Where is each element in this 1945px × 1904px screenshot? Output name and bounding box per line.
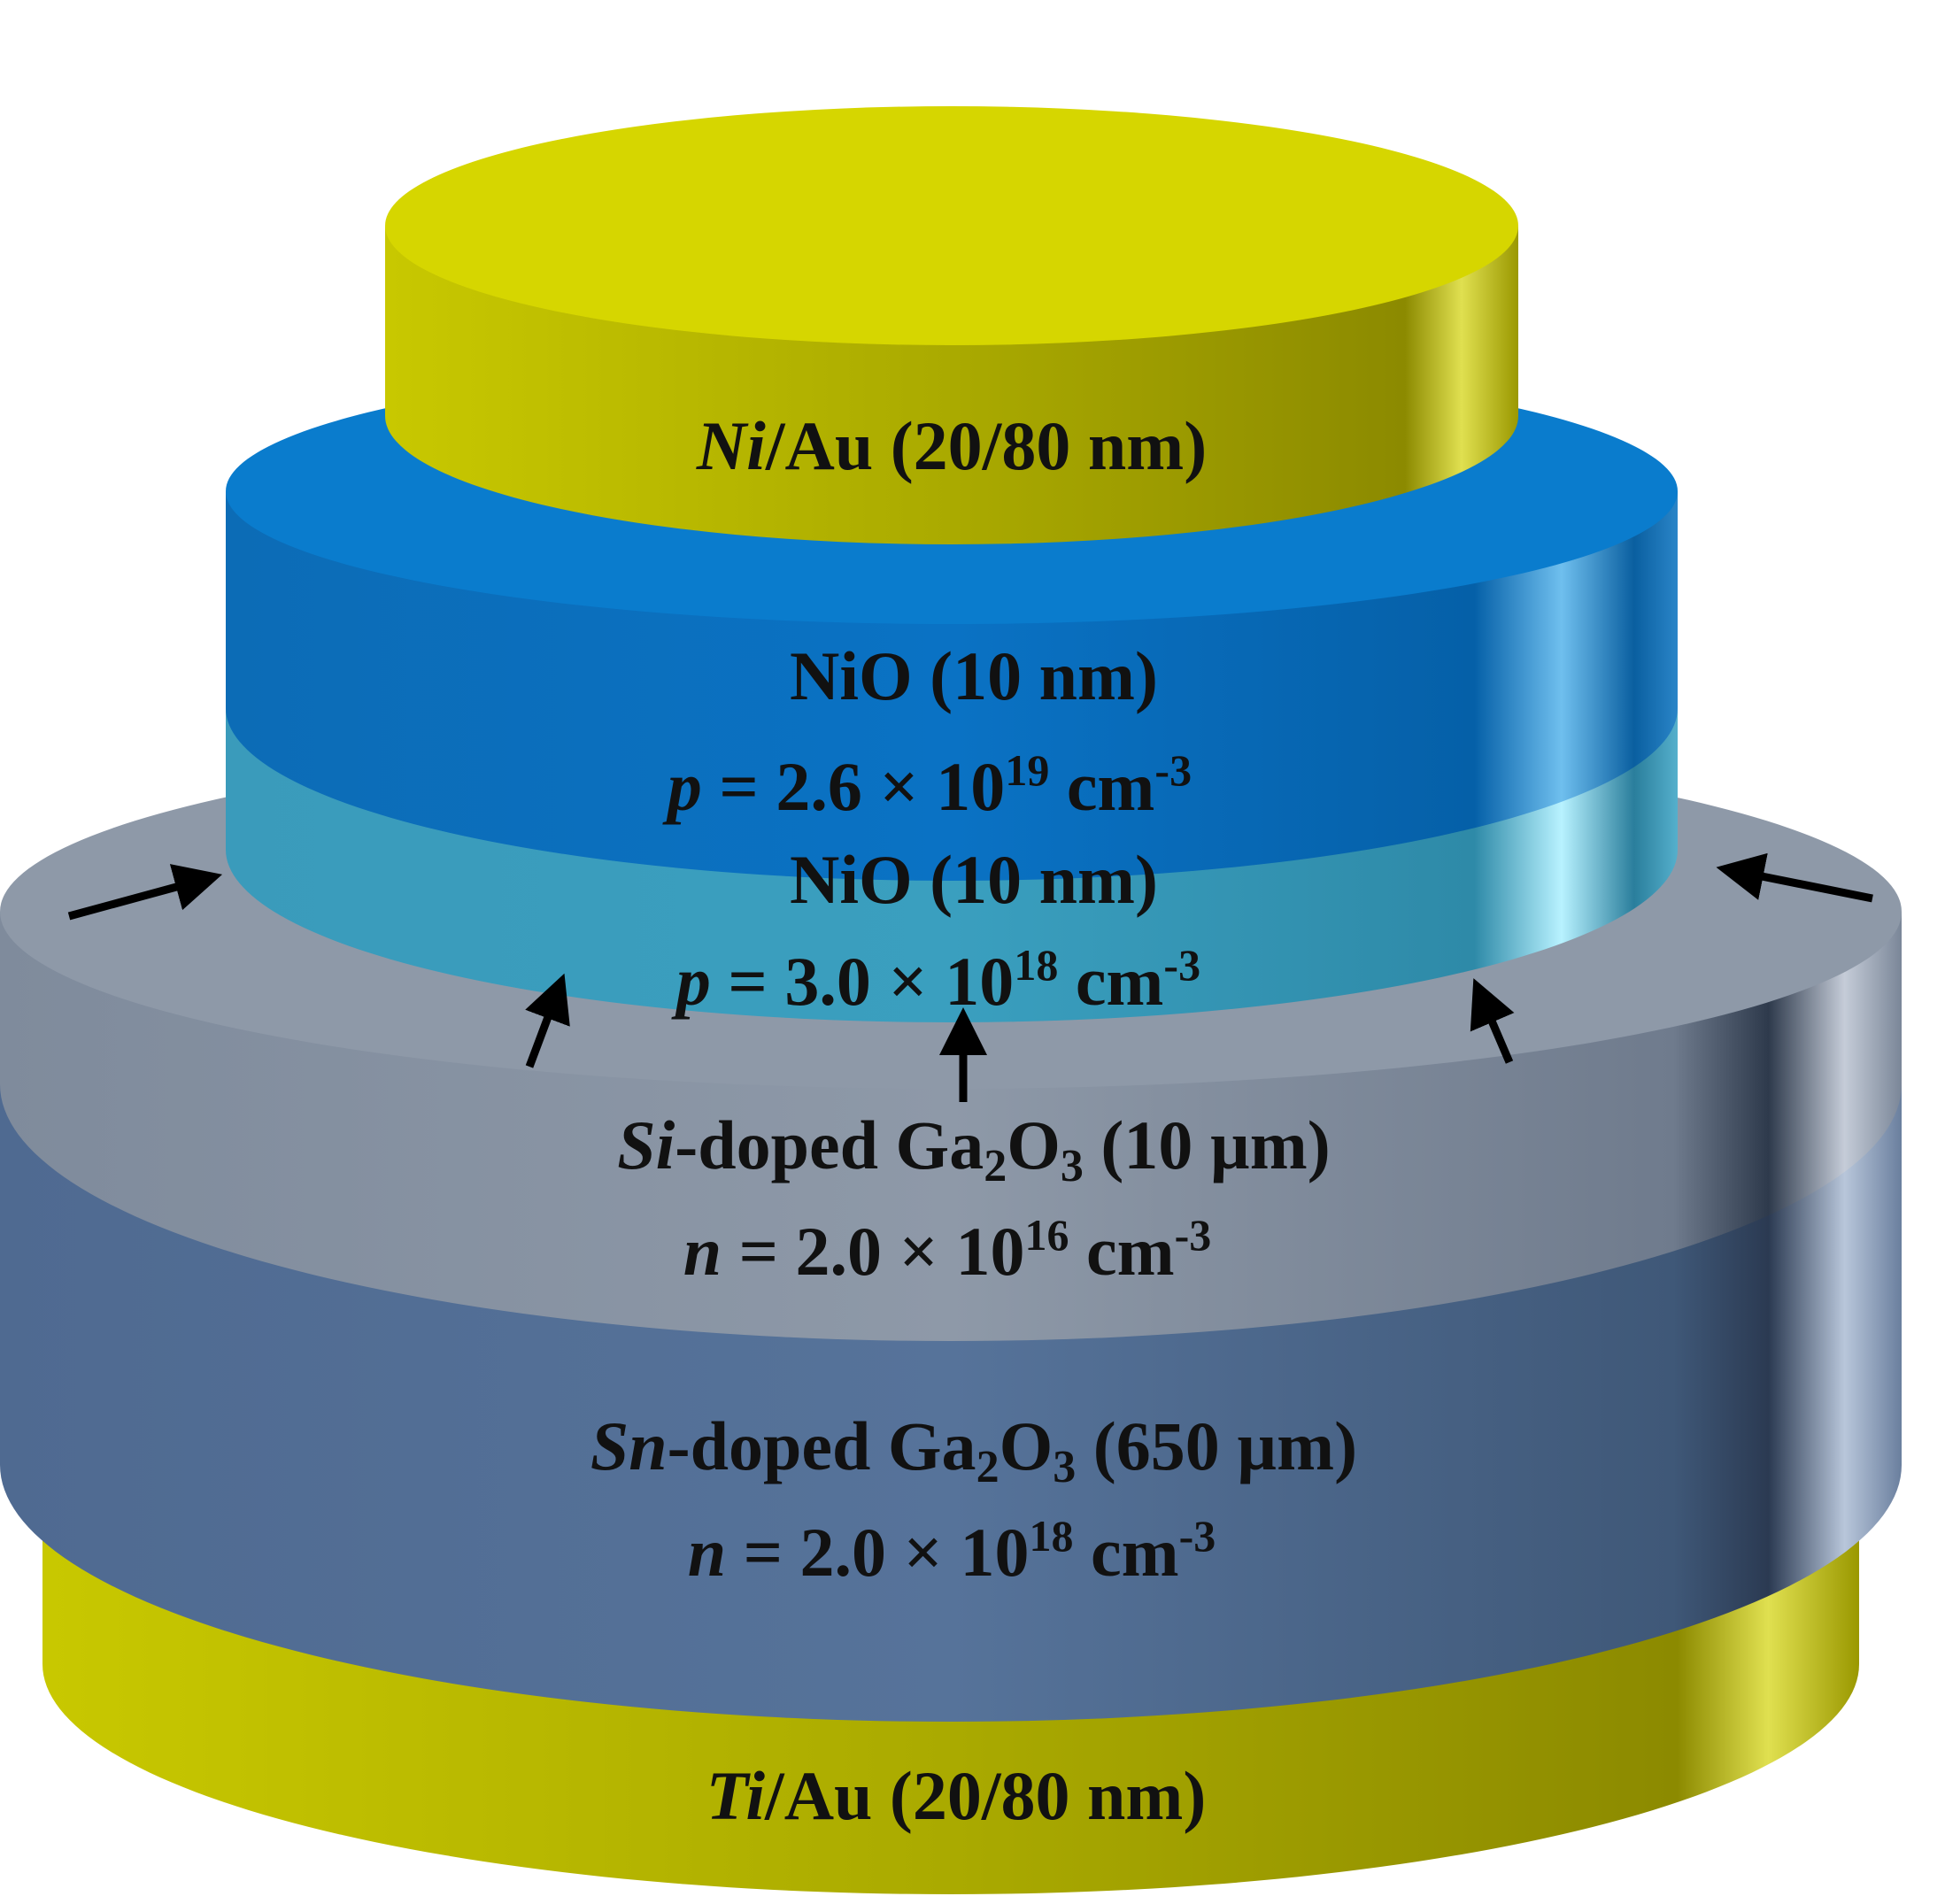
arrow-lower-right-icon [1470, 978, 1515, 1064]
si-epi-title: Si-doped Ga2O3 (10 µm) [617, 1106, 1331, 1191]
nio-upper-title: NiO (10 nm) [790, 637, 1158, 714]
si-epi-concentration: n = 2.0 × 1016 cm-3 [683, 1210, 1212, 1290]
arrow-lower-left-icon [525, 973, 570, 1068]
arrow-right-icon [1716, 852, 1873, 903]
arrow-left-icon [67, 864, 223, 921]
nio-upper-concentration: p = 2.6 × 1019 cm-3 [662, 745, 1192, 825]
sn-substrate-concentration: n = 2.0 × 1018 cm-3 [688, 1511, 1216, 1591]
top-contact-label: Ni/Au (20/80 nm) [696, 407, 1207, 484]
nio-lower-concentration: p = 3.0 × 1018 cm-3 [671, 940, 1200, 1020]
bottom-contact-label: Ti/Au (20/80 nm) [706, 1757, 1207, 1834]
nio-lower-title: NiO (10 nm) [790, 841, 1158, 918]
interface-arrows [67, 852, 1873, 1102]
top-contact-layer [385, 106, 1518, 544]
sn-substrate-title: Sn-doped Ga2O3 (650 µm) [590, 1407, 1357, 1492]
